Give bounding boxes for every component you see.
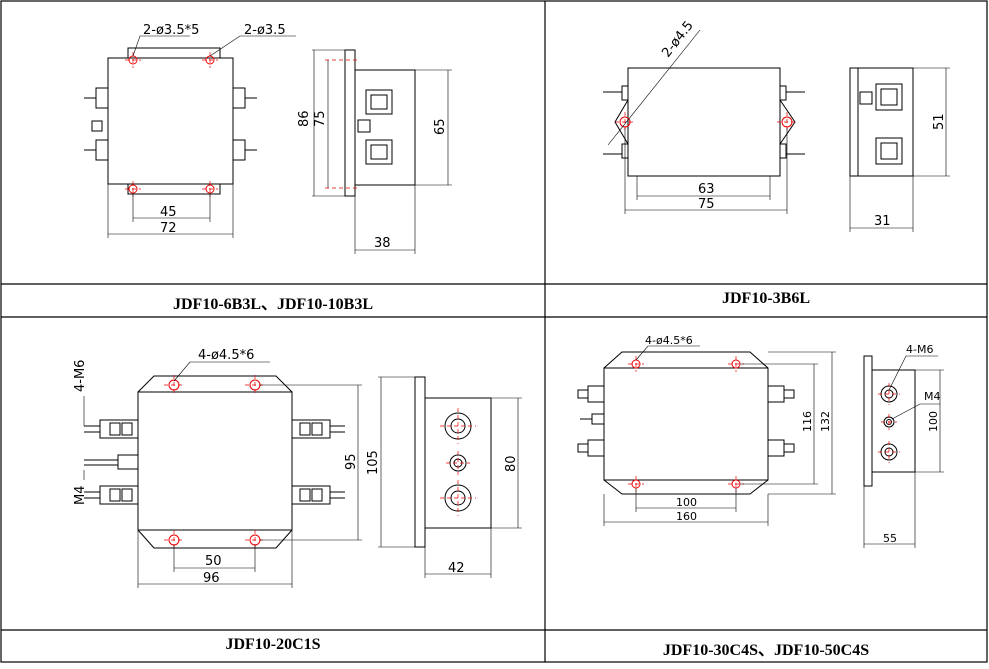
hole-label: 4-ø4.5*6 (198, 348, 254, 363)
dim-96: 96 (203, 571, 220, 586)
front-body-outline (137, 375, 293, 549)
side-body (424, 397, 492, 529)
drawing-jdf10-3b6l: 2-ø4.5 63 75 51 31 (603, 18, 950, 232)
dim-80: 80 (504, 455, 519, 472)
caption-jdf10-3b6l: JDF10-3B6L (722, 290, 810, 307)
drawing-jdf10-20c1s: 4-M6 M4 4-ø4.5*6 50 96 95 (73, 348, 522, 588)
dim-38: 38 (374, 236, 391, 251)
dim-86: 86 (297, 110, 312, 127)
dim-31: 31 (874, 214, 891, 229)
dim-63: 63 (698, 182, 715, 197)
dim-42: 42 (448, 561, 465, 576)
dim-100: 100 (676, 496, 697, 509)
dim-95: 95 (344, 453, 359, 470)
dim-45: 45 (160, 205, 177, 220)
dim-72: 72 (160, 221, 177, 236)
m4-label: M4 (73, 486, 88, 506)
caption-jdf10-20c1s: JDF10-20C1S (225, 636, 321, 653)
dim-100-vertical: 100 (927, 411, 940, 432)
drawing-jdf10-6b3l: 2-ø3.5*5 2-ø3.5 45 72 86 75 65 38 (84, 23, 452, 254)
m6-label: 4-M6 (906, 343, 933, 356)
hole-label: 4-ø4.5*6 (645, 334, 693, 347)
dim-105: 105 (366, 450, 381, 475)
dim-160: 160 (676, 510, 697, 523)
dim-75-q1: 75 (313, 110, 328, 127)
right-terminals (767, 385, 795, 457)
side-body (354, 69, 416, 186)
m4-label: M4 (924, 390, 941, 403)
hole-label: 2-ø4.5 (659, 18, 696, 60)
hole-label-a: 2-ø3.5*5 (143, 23, 199, 38)
front-body (627, 67, 781, 177)
dim-55: 55 (883, 532, 897, 545)
m6-label: 4-M6 (73, 360, 88, 392)
caption-jdf10-30c4s: JDF10-30C4S、JDF10-50C4S (662, 642, 870, 659)
drawing-jdf10-30c4s: 4-ø4.5*6 100 160 116 132 4-M6 M4 100 (577, 334, 944, 548)
side-body (849, 67, 914, 177)
dim-132: 132 (819, 411, 832, 432)
dim-116: 116 (801, 411, 814, 432)
front-body (603, 367, 769, 481)
dim-65: 65 (433, 118, 448, 135)
caption-jdf10-6b3l: JDF10-6B3L、JDF10-10B3L (172, 296, 373, 313)
left-terminals (84, 419, 139, 505)
dim-51: 51 (932, 113, 947, 130)
dim-75-q2: 75 (698, 197, 715, 212)
right-terminals (291, 419, 345, 505)
left-terminals (577, 385, 605, 457)
front-body (107, 57, 234, 185)
hole-label-b: 2-ø3.5 (244, 23, 286, 38)
dim-50: 50 (205, 554, 222, 569)
front-body-outline (603, 351, 769, 495)
side-body (871, 369, 916, 473)
front-body (137, 391, 293, 531)
